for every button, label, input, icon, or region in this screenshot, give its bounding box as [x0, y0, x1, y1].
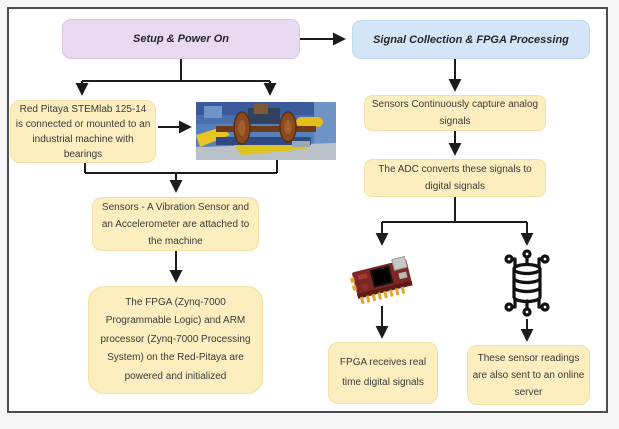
industrial-machine-photo — [196, 102, 336, 160]
online-server-icon — [499, 247, 555, 319]
step-fpga-receives-digital-label: FPGA receives real time digital signals — [339, 357, 427, 388]
step-red-pitaya-mounted-label: Red Pitaya STEMlab 125-14 is connected o… — [15, 103, 151, 160]
phase-signal-collection-fpga: Signal Collection & FPGA Processing — [352, 20, 590, 59]
database-network-icon — [504, 249, 550, 317]
step-fpga-receives-digital: FPGA receives real time digital signals — [328, 342, 438, 404]
step-readings-sent-server-label: These sensor readings are also sent to a… — [472, 352, 585, 398]
step-sensors-attached-label: Sensors - A Vibration Sensor and an Acce… — [101, 201, 250, 247]
step-adc-converts: The ADC converts these signals to digita… — [364, 159, 546, 197]
step-fpga-arm-initialized-label: The FPGA (Zynq-7000 Programmable Logic) … — [100, 296, 251, 382]
step-sensors-capture-analog-label: Sensors Continuously capture analog sign… — [371, 99, 539, 127]
industrial-machine-illustration — [196, 102, 336, 160]
step-readings-sent-server: These sensor readings are also sent to a… — [467, 345, 590, 405]
step-sensors-capture-analog: Sensors Continuously capture analog sign… — [364, 95, 546, 131]
step-adc-converts-label: The ADC converts these signals to digita… — [378, 164, 532, 192]
red-pitaya-board-illustration — [350, 255, 413, 304]
phase-signal-collection-fpga-label: Signal Collection & FPGA Processing — [373, 33, 569, 46]
phase-setup-power-on-label: Setup & Power On — [133, 33, 229, 45]
phase-setup-power-on: Setup & Power On — [62, 19, 300, 59]
step-fpga-arm-initialized: The FPGA (Zynq-7000 Programmable Logic) … — [88, 286, 263, 394]
red-pitaya-board-photo — [343, 250, 425, 304]
board-connector — [391, 255, 408, 271]
step-sensors-attached: Sensors - A Vibration Sensor and an Acce… — [92, 197, 259, 251]
step-red-pitaya-mounted: Red Pitaya STEMlab 125-14 is connected o… — [10, 100, 156, 163]
